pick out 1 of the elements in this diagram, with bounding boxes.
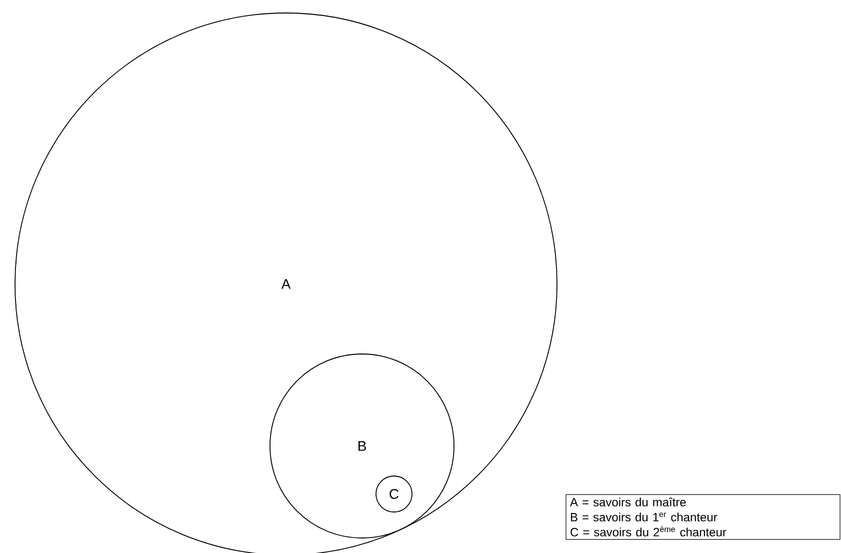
legend-box: A = savoirs du maître B = savoirs du 1$^{er}$ chanteur C = savoirs du 2$^{ème}$ chanteur [566,494,840,540]
